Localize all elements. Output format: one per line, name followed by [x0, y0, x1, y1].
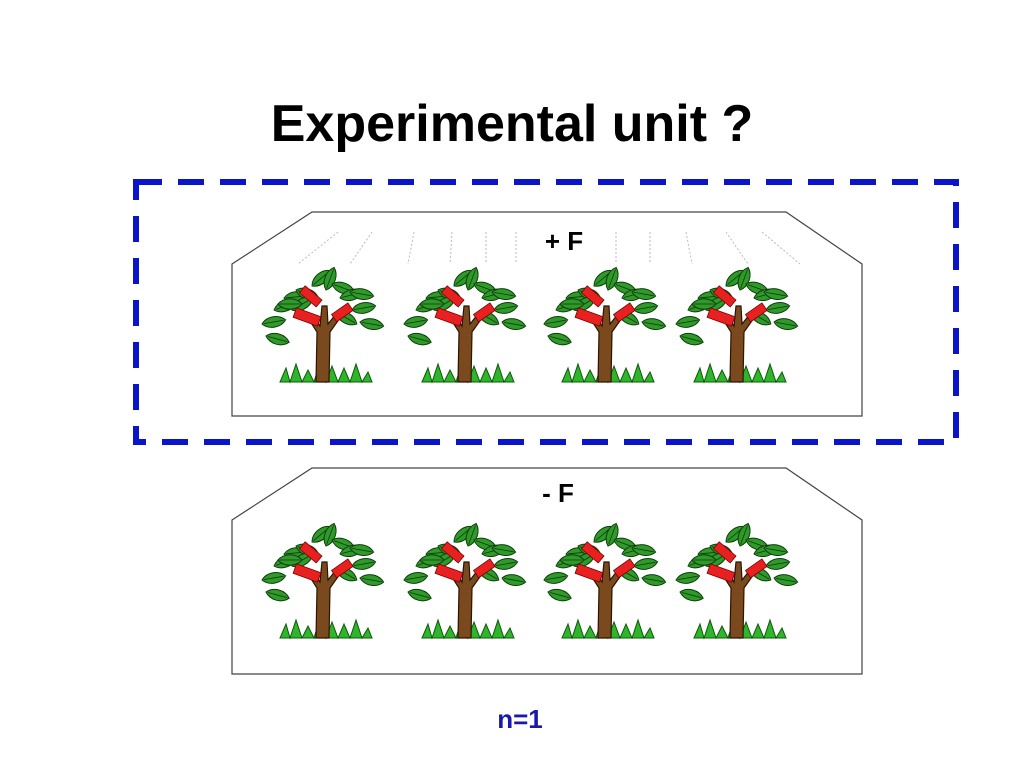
tray-label-plus-f: + F	[544, 226, 584, 256]
experimental-unit-highlight	[133, 179, 959, 445]
light-rays	[297, 231, 801, 265]
tray-outline	[231, 211, 863, 417]
tray-minus-f	[231, 467, 863, 675]
sample-size-label: n=1	[497, 704, 543, 734]
tray-label-minus-f: - F	[542, 478, 574, 508]
slide-title: Experimental unit ?	[270, 95, 754, 153]
tray-outline	[231, 467, 863, 675]
tray-plus-f	[231, 211, 863, 417]
